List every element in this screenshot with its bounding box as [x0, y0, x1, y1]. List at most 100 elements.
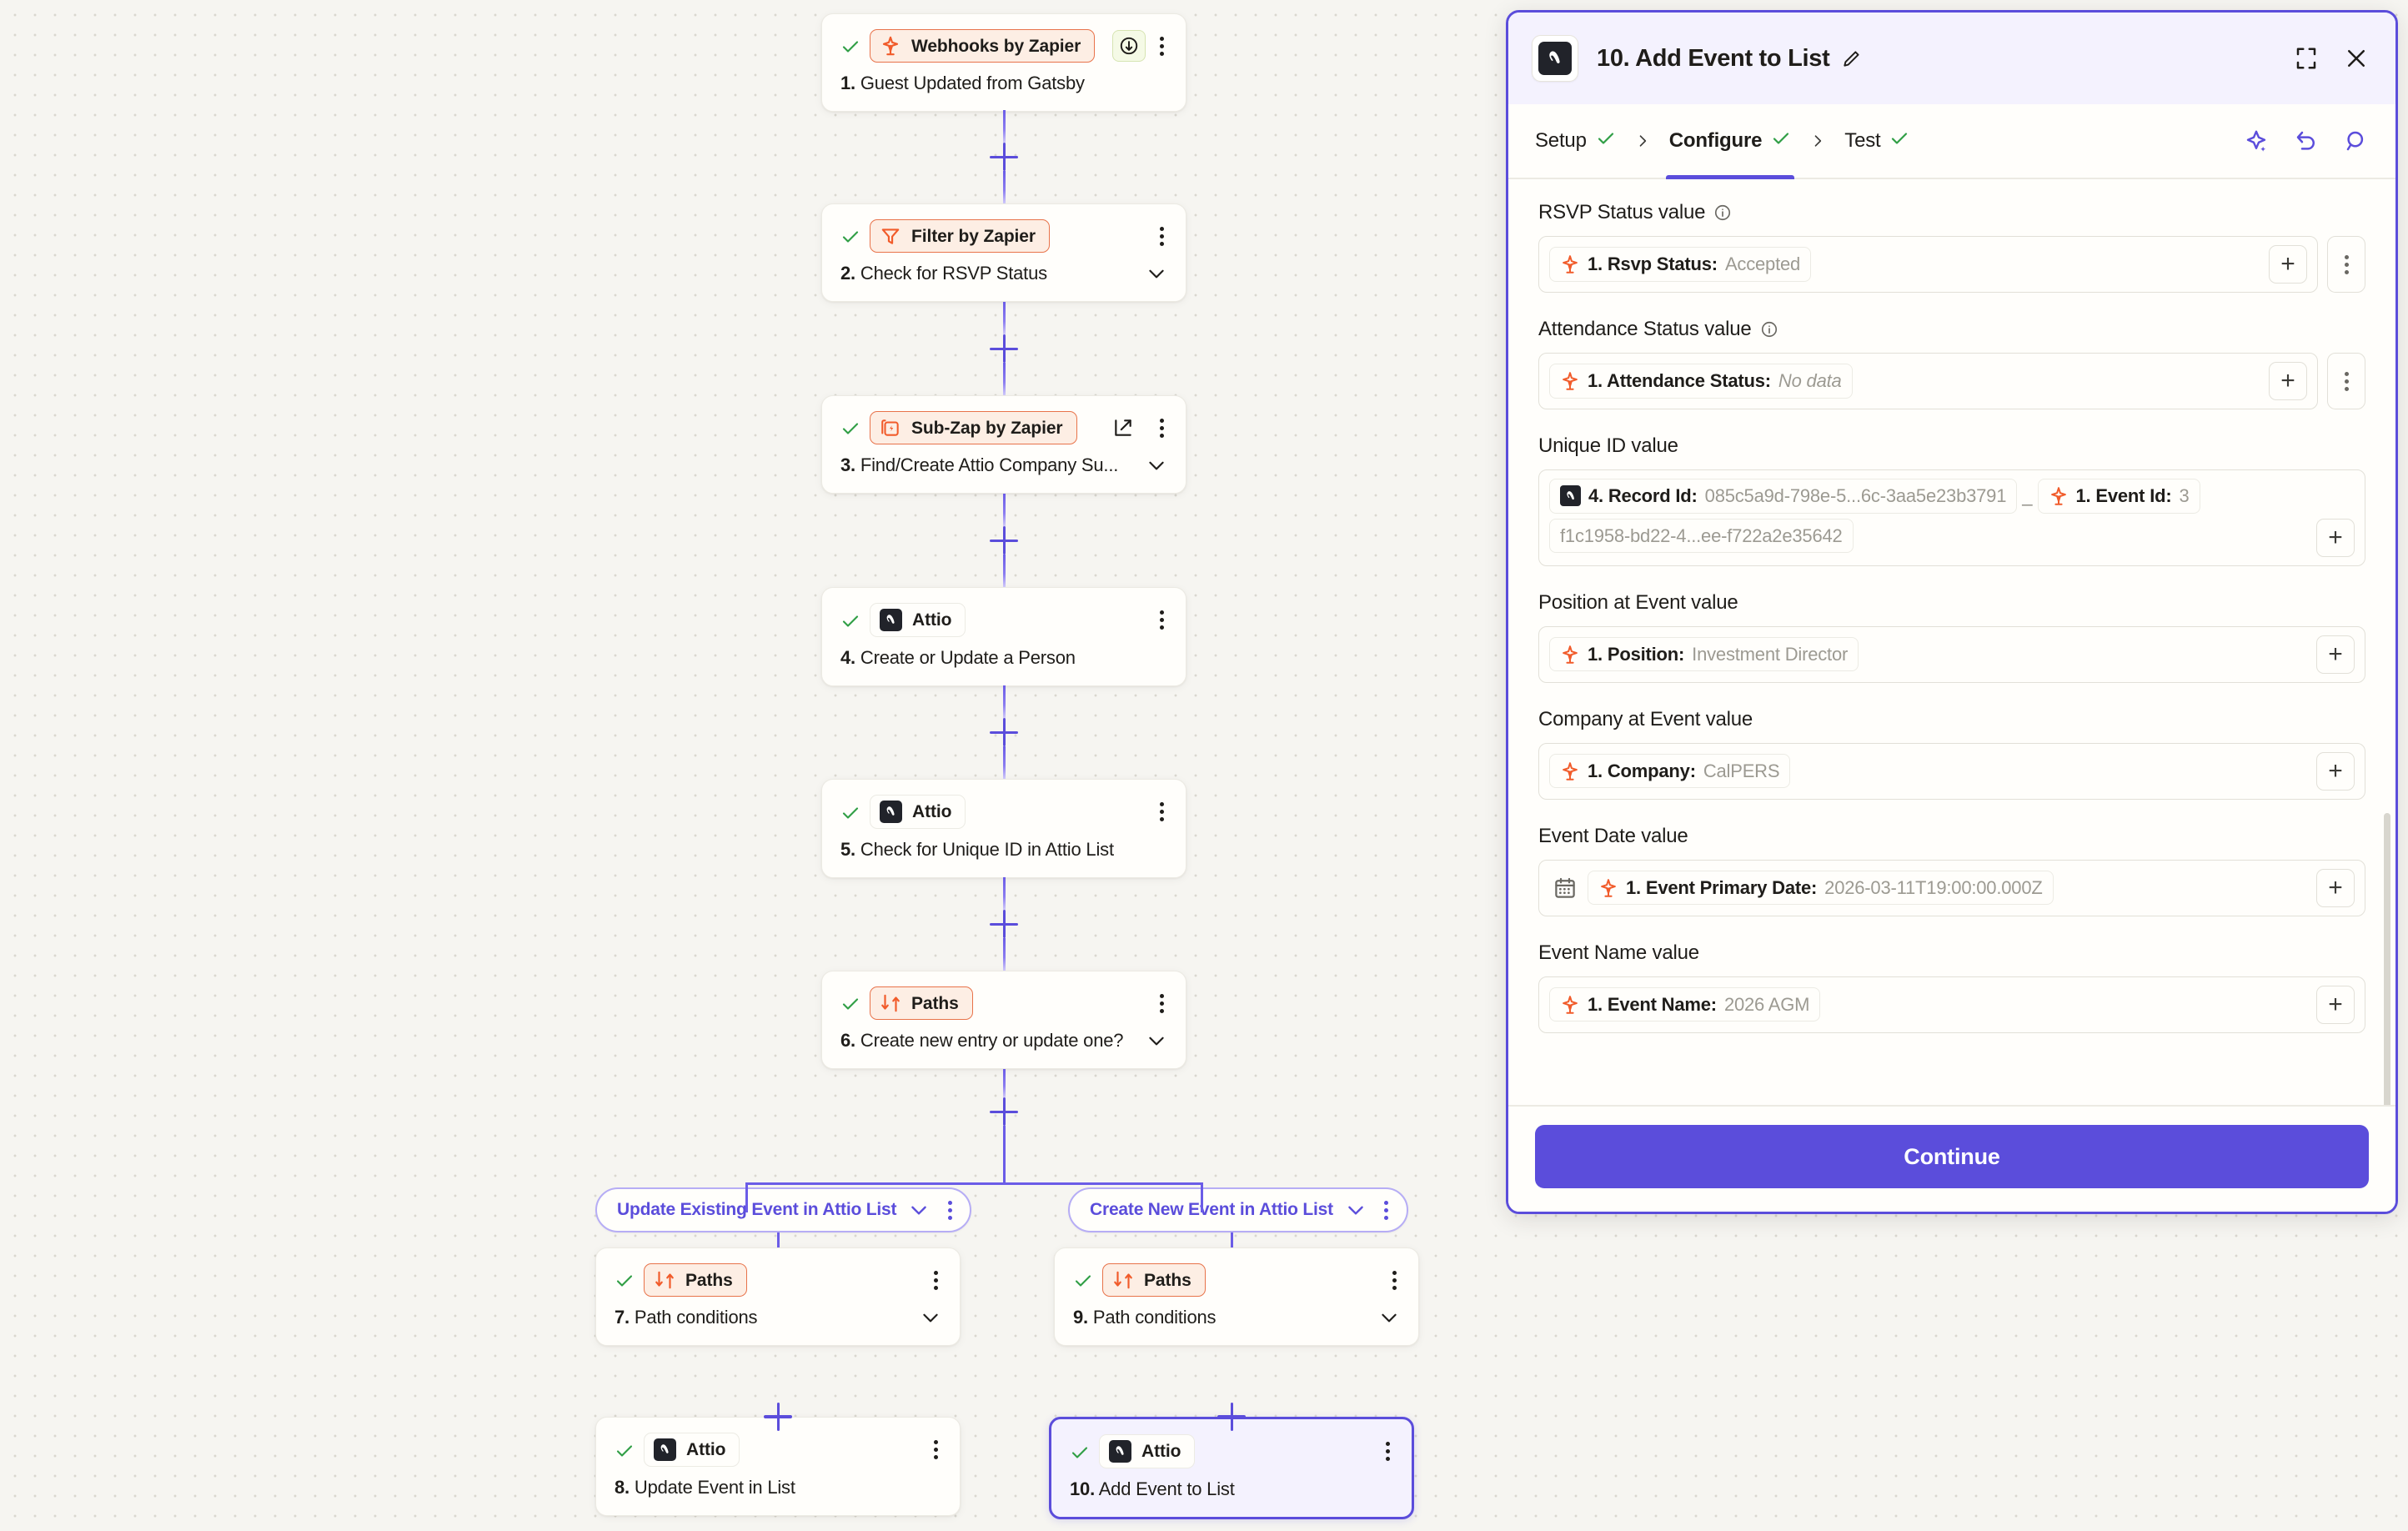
add-step-button[interactable] — [1217, 1402, 1246, 1431]
add-step-button[interactable] — [990, 143, 1018, 171]
field-input[interactable]: 1. Company:CalPERS + — [1538, 742, 2365, 800]
add-step-button[interactable] — [990, 718, 1018, 746]
ai-sparkle-icon[interactable] — [2242, 127, 2270, 155]
add-value-button[interactable]: + — [2269, 245, 2307, 284]
app-chip[interactable]: Attio — [1099, 1434, 1196, 1468]
node-menu-button[interactable] — [926, 1438, 945, 1462]
value-token[interactable]: 1. Company:CalPERS — [1549, 753, 1791, 789]
chevron-down-icon[interactable] — [920, 1307, 941, 1328]
add-value-button[interactable]: + — [2269, 362, 2307, 400]
chevron-down-icon[interactable] — [1378, 1307, 1400, 1328]
add-value-button[interactable]: + — [2316, 518, 2355, 557]
path-label-create-new[interactable]: Create New Event in Attio List — [1068, 1187, 1408, 1232]
app-chip[interactable]: Attio — [870, 795, 966, 829]
path-menu-button[interactable] — [941, 1200, 958, 1220]
value-token[interactable]: 1. Attendance Status:No data — [1549, 364, 1853, 399]
field-input[interactable]: 1. Event Primary Date:2026-03-11T19:00:0… — [1538, 859, 2365, 916]
value-token[interactable]: 1. Position:Investment Director — [1549, 636, 1859, 672]
node-menu-button[interactable] — [1378, 1440, 1397, 1463]
field-input[interactable]: 4. Record Id:085c5a9d-798e-5...6c-3aa5e2… — [1538, 469, 2365, 566]
add-value-button[interactable]: + — [2316, 635, 2355, 674]
connector-line — [1002, 171, 1006, 203]
node-menu-button[interactable] — [1152, 991, 1171, 1015]
expand-icon[interactable] — [2292, 44, 2320, 73]
search-icon[interactable] — [2342, 127, 2370, 155]
value-token[interactable]: 1. Event Name:2026 AGM — [1549, 986, 1821, 1022]
value-token[interactable]: f1c1958-bd22-4...ee-f722a2e35642 — [1549, 518, 1854, 553]
tab-test[interactable]: Test — [1841, 104, 1913, 178]
field-input[interactable]: 1. Attendance Status:No data + — [1538, 353, 2318, 409]
chevron-down-icon[interactable] — [1146, 1030, 1167, 1052]
panel-footer: Continue — [1508, 1105, 2395, 1212]
calendar-icon[interactable] — [1553, 876, 1578, 901]
add-value-button[interactable]: + — [2316, 868, 2355, 907]
tab-chevron-2-icon — [1794, 130, 1841, 152]
app-chip-label: Attio — [686, 1440, 726, 1459]
node-menu-button[interactable] — [1152, 416, 1171, 439]
add-step-button[interactable] — [764, 1402, 792, 1431]
app-chip[interactable]: Paths — [644, 1263, 747, 1297]
node-menu-button[interactable] — [1152, 609, 1171, 632]
field-input[interactable]: 1. Event Name:2026 AGM + — [1538, 976, 2365, 1033]
info-icon[interactable] — [1713, 203, 1732, 222]
continue-button[interactable]: Continue — [1535, 1125, 2369, 1188]
path-menu-button[interactable] — [1378, 1200, 1395, 1220]
field-menu-button[interactable] — [2327, 236, 2365, 293]
node-title-text: Path conditions — [634, 1307, 758, 1328]
tab-configure[interactable]: Configure — [1665, 104, 1795, 179]
panel-scrollbar[interactable] — [2384, 813, 2390, 1105]
value-token[interactable]: 1. Event Id:3 — [2037, 479, 2200, 514]
node-menu-button[interactable] — [1152, 34, 1171, 58]
app-chip[interactable]: Paths — [870, 986, 973, 1020]
field-input[interactable]: 1. Position:Investment Director + — [1538, 625, 2365, 683]
path-label-update-existing[interactable]: Update Existing Event in Attio List — [595, 1187, 972, 1232]
value-token[interactable]: 1. Rsvp Status:Accepted — [1549, 247, 1812, 282]
field-input[interactable]: 1. Rsvp Status:Accepted + — [1538, 236, 2318, 293]
add-step-button[interactable] — [990, 1097, 1018, 1126]
chevron-down-icon[interactable] — [1146, 454, 1167, 476]
field-input-row: 1. Company:CalPERS + — [1538, 742, 2365, 800]
info-icon[interactable] — [1760, 320, 1778, 339]
app-chip[interactable]: Sub-Zap by Zapier — [870, 411, 1077, 444]
pencil-icon[interactable] — [1841, 48, 1863, 69]
app-chip[interactable]: Paths — [1102, 1263, 1206, 1297]
app-chip[interactable]: Attio — [870, 603, 966, 637]
field-menu-button[interactable] — [2327, 353, 2365, 409]
attio-icon — [880, 609, 902, 631]
node-header: Attio — [840, 603, 1167, 637]
chevron-down-icon[interactable] — [1146, 263, 1167, 284]
undo-icon[interactable] — [2292, 127, 2320, 155]
node-menu-button[interactable] — [1152, 801, 1171, 824]
app-chip-label: Attio — [1141, 1442, 1181, 1461]
node-menu-button[interactable] — [1152, 224, 1171, 248]
add-step-button[interactable] — [990, 334, 1018, 363]
open-sub-zap-icon[interactable] — [1112, 417, 1134, 439]
chevron-down-icon[interactable] — [908, 1199, 930, 1221]
app-chip[interactable]: Webhooks by Zapier — [870, 29, 1096, 63]
paths-icon — [880, 992, 901, 1014]
attio-icon — [1109, 1440, 1131, 1463]
tab-setup[interactable]: Setup — [1532, 104, 1619, 178]
add-step-button[interactable] — [990, 910, 1018, 938]
add-value-button[interactable]: + — [2316, 751, 2355, 791]
add-value-button[interactable]: + — [2316, 985, 2355, 1024]
close-icon[interactable] — [2342, 44, 2370, 73]
chevron-down-icon[interactable] — [1345, 1199, 1367, 1221]
value-token[interactable]: 4. Record Id:085c5a9d-798e-5...6c-3aa5e2… — [1549, 479, 2018, 514]
app-chip[interactable]: Filter by Zapier — [870, 219, 1050, 253]
node-menu-button[interactable] — [1385, 1268, 1403, 1292]
node-menu-button[interactable] — [926, 1268, 945, 1292]
app-chip[interactable]: Attio — [644, 1433, 740, 1467]
add-step-button[interactable] — [990, 526, 1018, 555]
value-token[interactable]: 1. Event Primary Date:2026-03-11T19:00:0… — [1588, 870, 2054, 906]
